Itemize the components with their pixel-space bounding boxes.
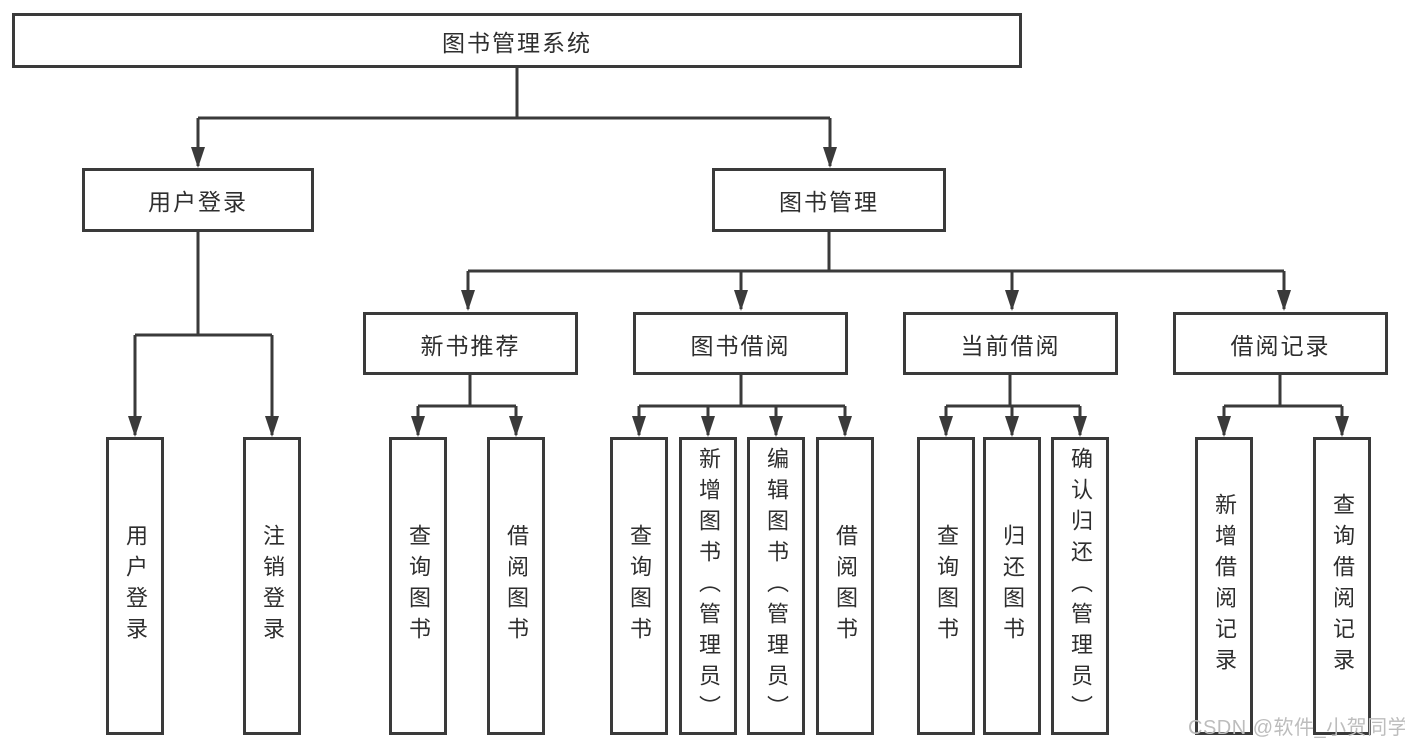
leaf-confirm-return-admin: 确认归还（管理员） bbox=[1051, 437, 1109, 735]
node-user-login: 用户登录 bbox=[82, 168, 314, 232]
node-library-management-system: 图书管理系统 bbox=[12, 13, 1022, 68]
leaf-add-borrow-record: 新增借阅记录 bbox=[1195, 437, 1253, 735]
leaf-user-login: 用户登录 bbox=[106, 437, 164, 735]
leaf-query-borrow-record: 查询借阅记录 bbox=[1313, 437, 1371, 735]
leaf-edit-books-admin: 编辑图书（管理员） bbox=[747, 437, 805, 735]
leaf-query-books-borrowing: 查询图书 bbox=[610, 437, 668, 735]
node-current-borrowing: 当前借阅 bbox=[903, 312, 1118, 375]
leaf-query-books-current: 查询图书 bbox=[917, 437, 975, 735]
node-new-book-recommendation: 新书推荐 bbox=[363, 312, 578, 375]
connector-lines bbox=[133, 68, 1344, 435]
node-borrowing-records: 借阅记录 bbox=[1173, 312, 1388, 375]
node-book-management: 图书管理 bbox=[712, 168, 946, 232]
leaf-logout: 注销登录 bbox=[243, 437, 301, 735]
leaf-borrow-books-borrowing: 借阅图书 bbox=[816, 437, 874, 735]
leaf-add-books-admin: 新增图书（管理员） bbox=[679, 437, 737, 735]
arrow-heads bbox=[128, 147, 1349, 437]
watermark: CSDN @软件_小贺同学 bbox=[1188, 717, 1405, 739]
leaf-borrow-books-recommend: 借阅图书 bbox=[487, 437, 545, 735]
node-book-borrowing: 图书借阅 bbox=[633, 312, 848, 375]
leaf-return-books: 归还图书 bbox=[983, 437, 1041, 735]
leaf-query-books-recommend: 查询图书 bbox=[389, 437, 447, 735]
